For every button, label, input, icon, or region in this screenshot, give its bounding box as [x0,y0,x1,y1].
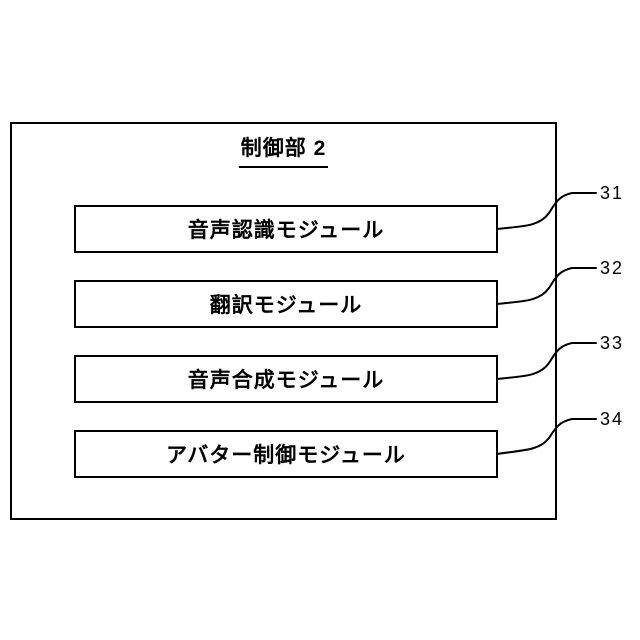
module-label-speech-synthesis: 音声合成モジュール [187,369,385,392]
module-label-avatar-control: アバター制御モジュール [166,444,406,467]
diagram-title: 制御部 2 [238,132,329,168]
module-box-speech-synthesis: 音声合成モジュール [74,355,498,403]
module-label-speech-recognition: 音声認識モジュール [187,219,385,242]
ref-label-33: 33 [600,333,625,353]
module-label-translation: 翻訳モジュール [209,294,363,317]
ref-label-31: 31 [600,183,625,203]
module-box-avatar-control: アバター制御モジュール [74,430,498,478]
title-row: 制御部 2 [10,132,557,168]
ref-label-34: 34 [600,409,625,429]
ref-label-32: 32 [600,258,625,278]
module-box-translation: 翻訳モジュール [74,280,498,328]
module-box-speech-recognition: 音声認識モジュール [74,205,498,253]
